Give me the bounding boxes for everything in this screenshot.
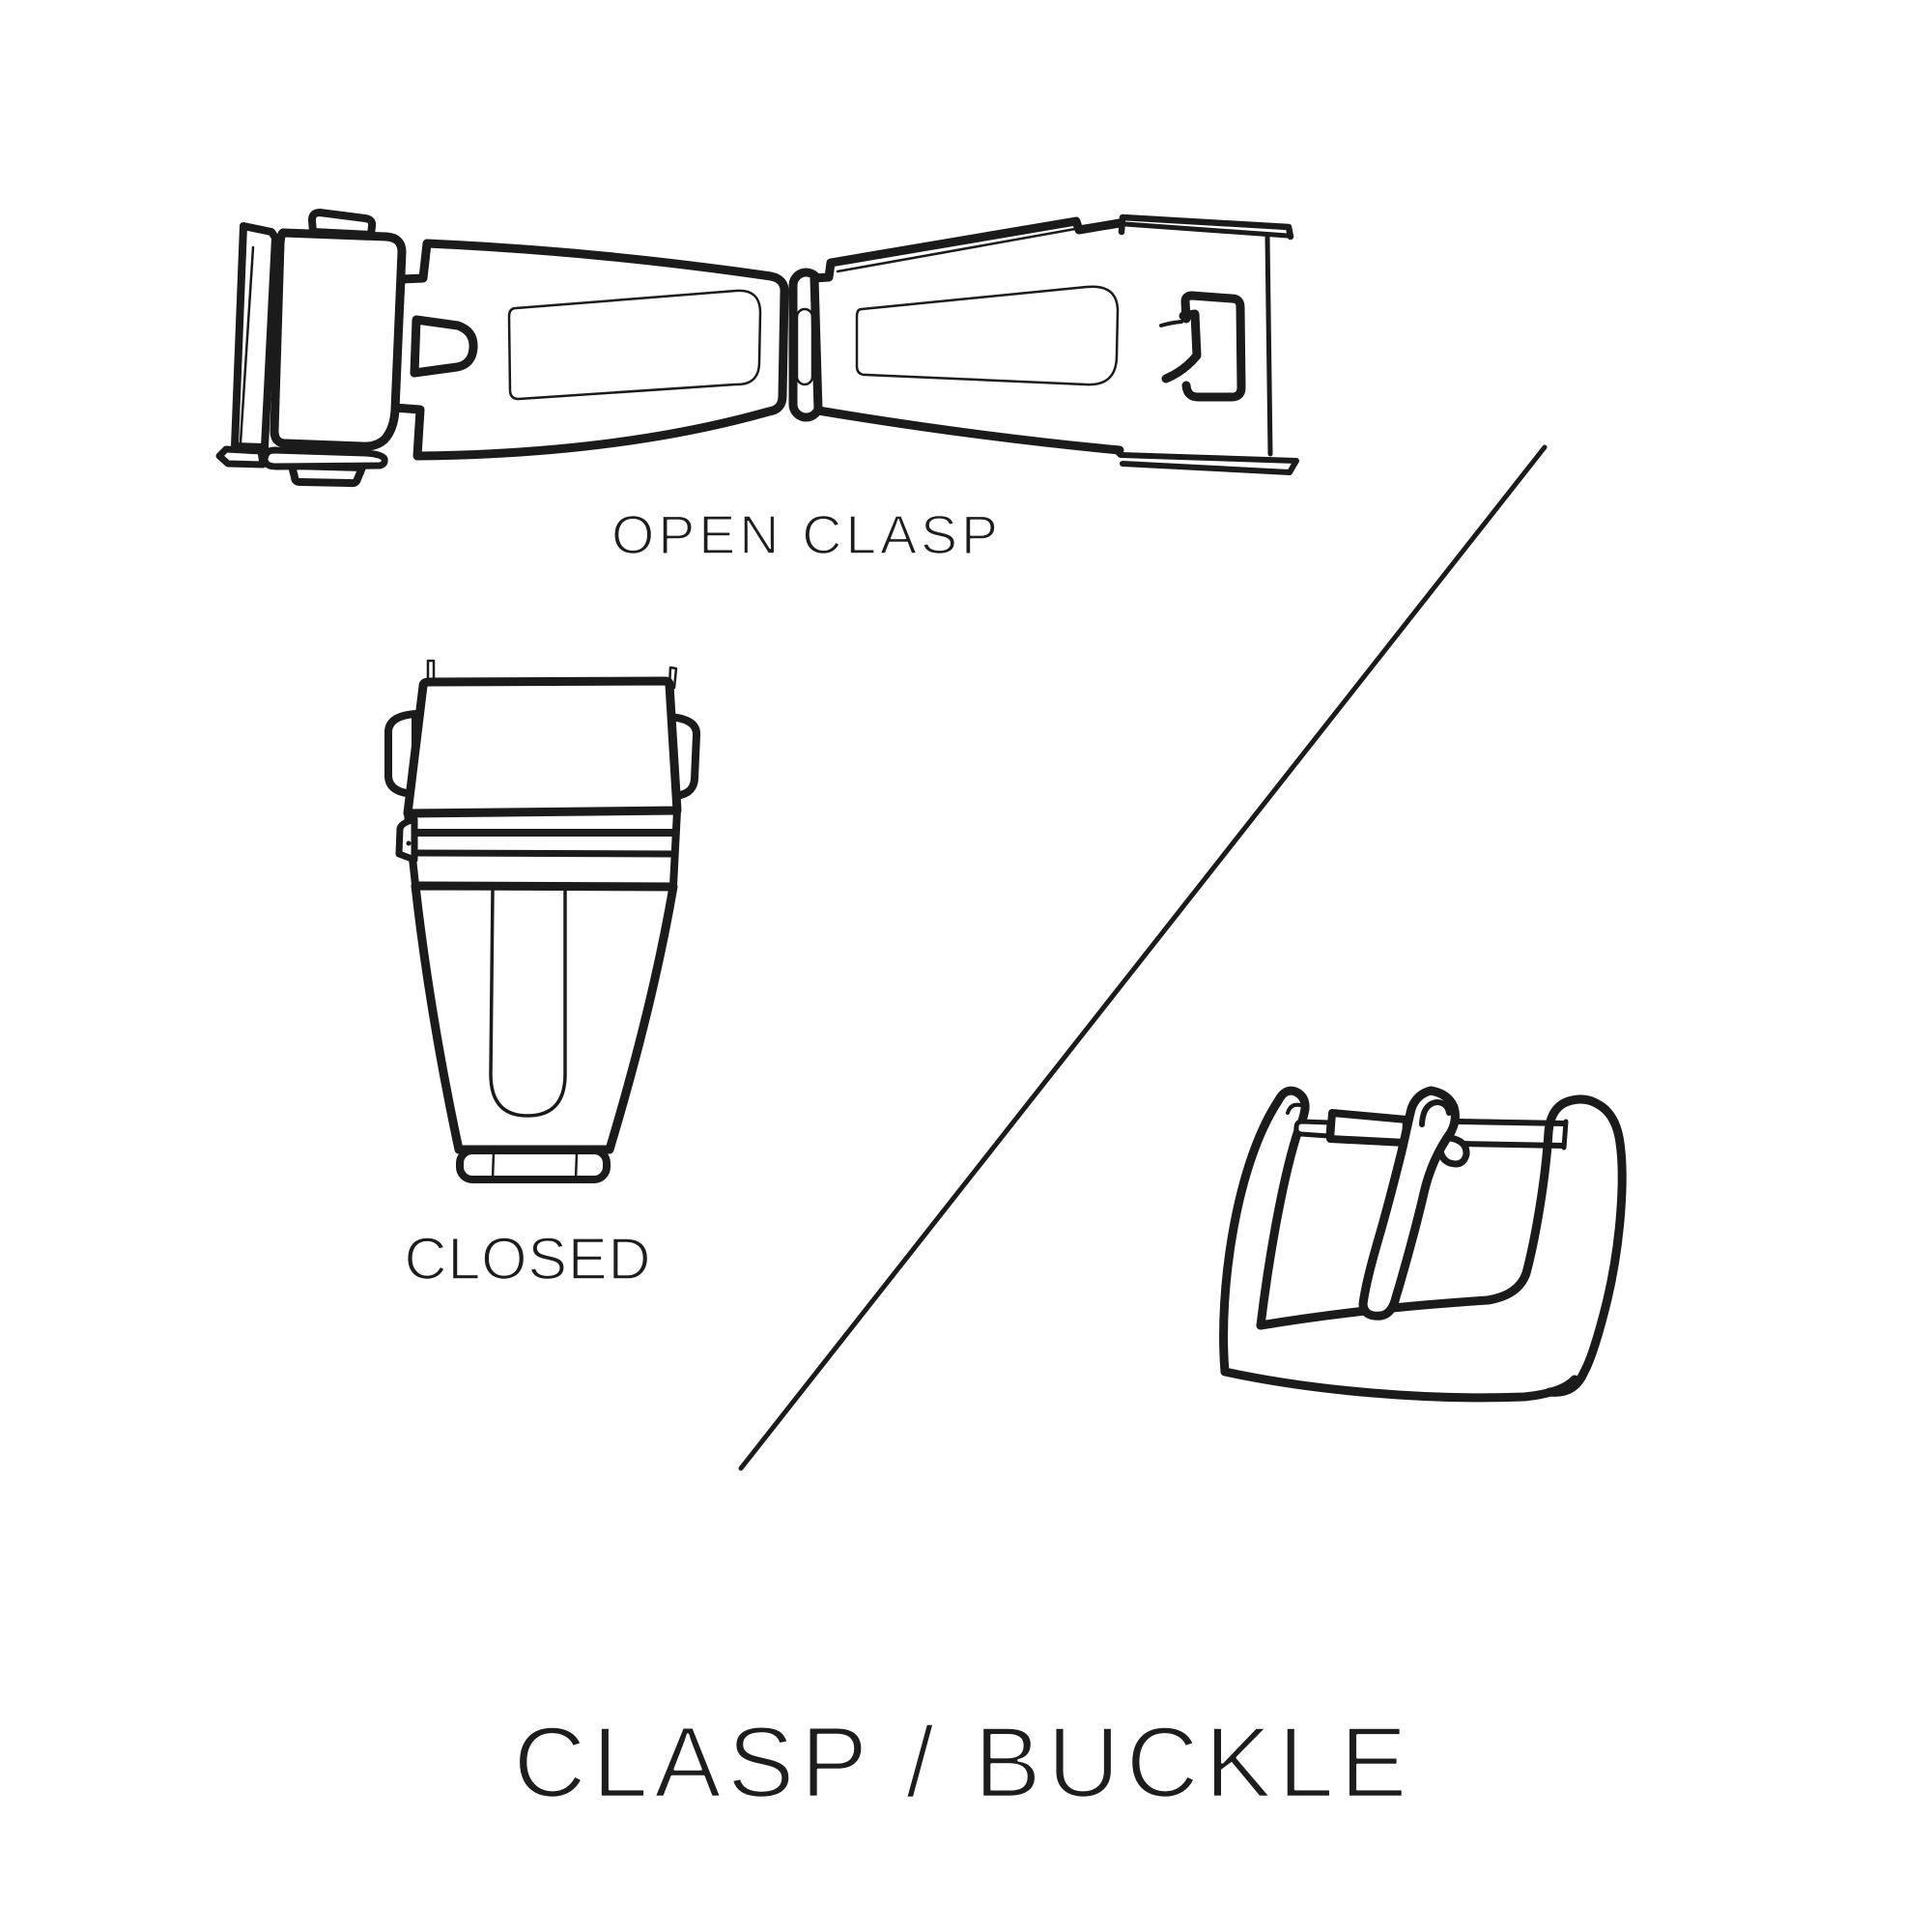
svg-text:CLOSED: CLOSED [405,1226,651,1292]
svg-text:CLASP / BUCKLE: CLASP / BUCKLE [514,1707,1407,1819]
svg-text:OPEN CLASP: OPEN CLASP [611,504,998,566]
